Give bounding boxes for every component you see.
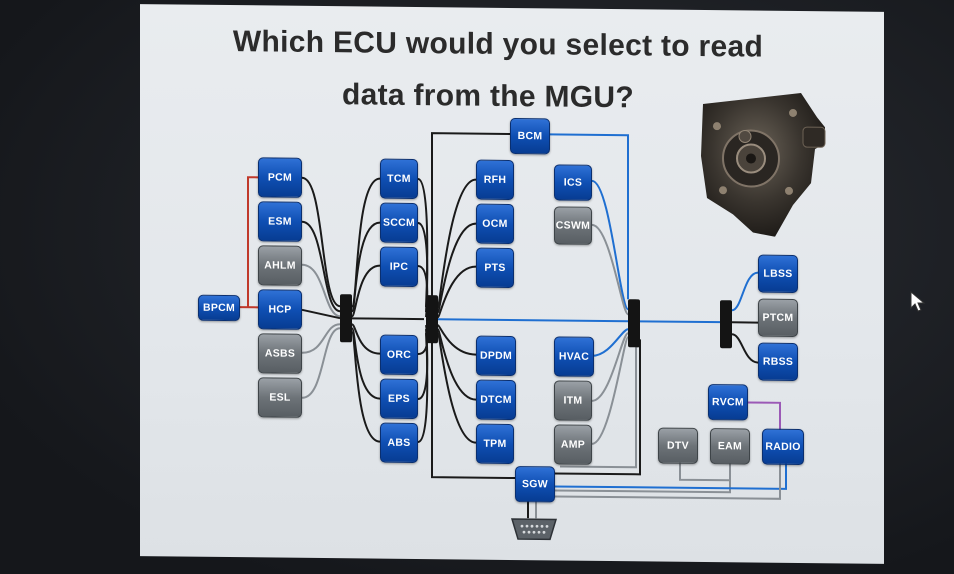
ecu-rbss-label: RBSS	[763, 356, 793, 368]
ecu-ptcm-label: PTCM	[763, 312, 794, 324]
ecu-rvcm-label: RVCM	[712, 396, 744, 408]
bus-connector-2	[426, 295, 438, 343]
ecu-orc[interactable]: ORC	[380, 335, 418, 375]
ecu-ipc[interactable]: IPC	[380, 247, 418, 287]
ecu-ahlm-label: AHLM	[264, 259, 296, 271]
ecu-bpcm[interactable]: BPCM	[198, 295, 240, 321]
bus-connector-1	[340, 294, 352, 342]
ecu-eps-label: EPS	[388, 393, 410, 405]
ecu-ocm[interactable]: OCM	[476, 204, 514, 244]
ecu-sccm-label: SCCM	[383, 217, 415, 229]
ecu-tpm-label: TPM	[483, 438, 506, 450]
ecu-dtcm-label: DTCM	[480, 394, 512, 406]
ecu-bpcm-label: BPCM	[203, 302, 235, 314]
ecu-esl[interactable]: ESL	[258, 377, 302, 417]
ecu-radio-label: RADIO	[765, 441, 800, 453]
ecu-esm-label: ESM	[268, 215, 292, 227]
ecu-rbss[interactable]: RBSS	[758, 343, 798, 381]
ecu-radio[interactable]: RADIO	[762, 429, 804, 465]
ecu-bcm-label: BCM	[518, 130, 543, 142]
ecu-rfh-label: RFH	[484, 174, 506, 186]
ecu-rfh[interactable]: RFH	[476, 160, 514, 200]
mgu-motor-photo-icon	[693, 86, 831, 237]
ecu-hcp-label: HCP	[268, 303, 291, 315]
ecu-pts[interactable]: PTS	[476, 248, 514, 288]
ecu-dtv[interactable]: DTV	[658, 428, 698, 464]
ecu-itm-label: ITM	[564, 395, 583, 407]
ecu-asbs[interactable]: ASBS	[258, 333, 302, 373]
ecu-sgw[interactable]: SGW	[515, 466, 555, 502]
ecu-tcm[interactable]: TCM	[380, 159, 418, 199]
ecu-ahlm[interactable]: AHLM	[258, 245, 302, 285]
ecu-hvac[interactable]: HVAC	[554, 336, 594, 376]
ecu-amp-label: AMP	[561, 439, 585, 451]
bus-connector-4	[720, 300, 732, 348]
ecu-pcm[interactable]: PCM	[258, 157, 302, 197]
bus-connector-3	[628, 299, 640, 347]
ecu-hvac-label: HVAC	[559, 350, 589, 362]
ecu-cswm[interactable]: CSWM	[554, 206, 592, 244]
ecu-dtcm[interactable]: DTCM	[476, 380, 516, 420]
ecu-tpm[interactable]: TPM	[476, 424, 514, 464]
ecu-tcm-label: TCM	[387, 173, 411, 185]
ecu-dpdm-label: DPDM	[480, 350, 512, 362]
ecu-bcm[interactable]: BCM	[510, 118, 550, 154]
ecu-ocm-label: OCM	[482, 218, 507, 230]
ecu-sgw-label: SGW	[522, 478, 548, 490]
ecu-abs[interactable]: ABS	[380, 423, 418, 463]
ecu-pcm-label: PCM	[268, 171, 292, 183]
mouse-pointer-icon	[910, 291, 928, 313]
presentation-slide: Which ECU would you select to read data …	[140, 4, 884, 564]
ecu-esm[interactable]: ESM	[258, 201, 302, 241]
ecu-ptcm[interactable]: PTCM	[758, 299, 798, 337]
ecu-eam[interactable]: EAM	[710, 428, 750, 464]
ecu-ics[interactable]: ICS	[554, 164, 592, 200]
obd-port-icon[interactable]	[510, 516, 558, 543]
ecu-lbss-label: LBSS	[763, 268, 792, 280]
ecu-eam-label: EAM	[718, 440, 742, 452]
ecu-dtv-label: DTV	[667, 440, 689, 452]
ecu-amp[interactable]: AMP	[554, 424, 592, 464]
ecu-orc-label: ORC	[387, 349, 411, 361]
ecu-dpdm[interactable]: DPDM	[476, 336, 516, 376]
ecu-asbs-label: ASBS	[265, 347, 295, 359]
ecu-esl-label: ESL	[269, 391, 290, 403]
ecu-rvcm[interactable]: RVCM	[708, 384, 748, 420]
ecu-ics-label: ICS	[564, 177, 582, 189]
ecu-abs-label: ABS	[387, 437, 410, 449]
ecu-pts-label: PTS	[484, 262, 505, 274]
ecu-lbss[interactable]: LBSS	[758, 255, 798, 293]
ecu-hcp[interactable]: HCP	[258, 289, 302, 329]
ecu-itm[interactable]: ITM	[554, 380, 592, 420]
ecu-eps[interactable]: EPS	[380, 379, 418, 419]
ecu-sccm[interactable]: SCCM	[380, 203, 418, 243]
ecu-cswm-label: CSWM	[556, 219, 590, 231]
ecu-ipc-label: IPC	[390, 261, 408, 273]
